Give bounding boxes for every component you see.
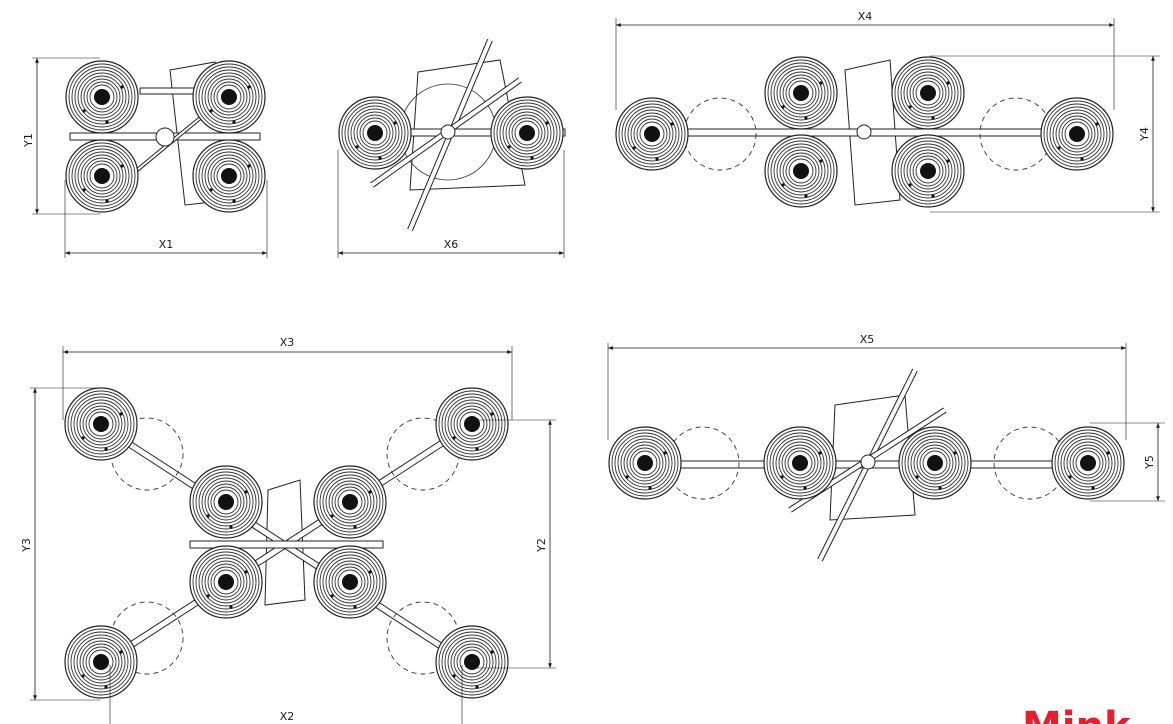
dim-label-x5: X5 bbox=[860, 333, 875, 346]
dim-label-y1: Y1 bbox=[22, 133, 35, 148]
dim-label-y4: Y4 bbox=[1138, 127, 1151, 142]
dim-label-x3: X3 bbox=[280, 336, 295, 349]
view-compact-four-pads: Y1 X1 bbox=[22, 57, 268, 258]
view-x-arms: X3 Y3 Y2 X2 bbox=[20, 336, 556, 724]
dim-label-y5: Y5 bbox=[1143, 455, 1156, 470]
view-extended-beam: X4 Y4 bbox=[615, 10, 1160, 213]
dim-label-x1: X1 bbox=[159, 238, 174, 251]
view-rotated-extended: X5 Y5 bbox=[607, 333, 1165, 562]
brand-logo: Mink bbox=[1022, 704, 1132, 724]
brand-logo-text: Mink bbox=[1022, 704, 1132, 724]
dim-label-x2: X2 bbox=[280, 710, 295, 723]
view-rotated-two-pads: X6 bbox=[337, 38, 566, 258]
dim-label-y3: Y3 bbox=[20, 538, 33, 553]
dim-label-y2: Y2 bbox=[535, 538, 548, 553]
dim-label-x6: X6 bbox=[444, 238, 459, 251]
dim-label-x4: X4 bbox=[858, 10, 873, 23]
